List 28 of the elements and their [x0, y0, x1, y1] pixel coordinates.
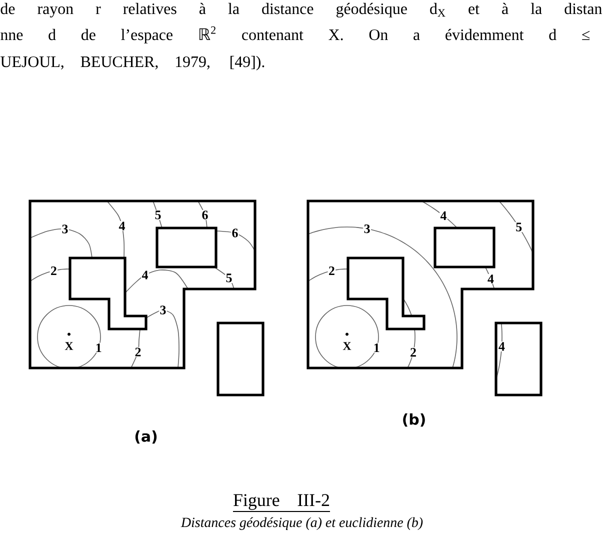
- contour-label: 1: [94, 342, 103, 353]
- contour-label: 3: [61, 224, 69, 234]
- contour-label: 6: [201, 210, 209, 220]
- contour-label: 5: [225, 273, 233, 283]
- contour-label: 3: [159, 304, 167, 316]
- contour-label: 1: [372, 342, 381, 353]
- paragraph-line: UEJOUL, BEUCHER, 1979, [49]).: [0, 56, 264, 70]
- contour-label: 4: [498, 342, 506, 352]
- contour-label: 4: [141, 270, 149, 280]
- figure-title: Figure III-2: [233, 494, 330, 512]
- contour-label: 2: [50, 266, 58, 276]
- point-label: X: [64, 342, 74, 350]
- contour-label: 4: [486, 274, 495, 284]
- contour-label: 4: [440, 210, 448, 221]
- paragraph-line: de rayon r relatives à la distance géodésique d$_{X}$ et à la distan: [0, 2, 602, 18]
- contour-label: 5: [514, 222, 523, 232]
- contour-label: 4: [118, 221, 126, 231]
- contour-label: 2: [134, 347, 142, 357]
- panel-label: (a): [135, 430, 157, 444]
- contour-label: 3: [363, 224, 371, 234]
- point-label: X: [342, 342, 352, 350]
- paragraph-line: nne d de l’espace ℝ$^{2}$ contenant X. On a évidemment d ≤: [0, 26, 590, 44]
- contour-label: 6: [231, 228, 239, 238]
- contour-label: 5: [154, 210, 162, 220]
- contour-label: 2: [409, 347, 418, 358]
- panel-label: (b): [403, 413, 425, 427]
- figure-caption: Distances géodésique (a) et euclidienne (b): [180, 517, 423, 530]
- contour-label: 2: [328, 266, 336, 276]
